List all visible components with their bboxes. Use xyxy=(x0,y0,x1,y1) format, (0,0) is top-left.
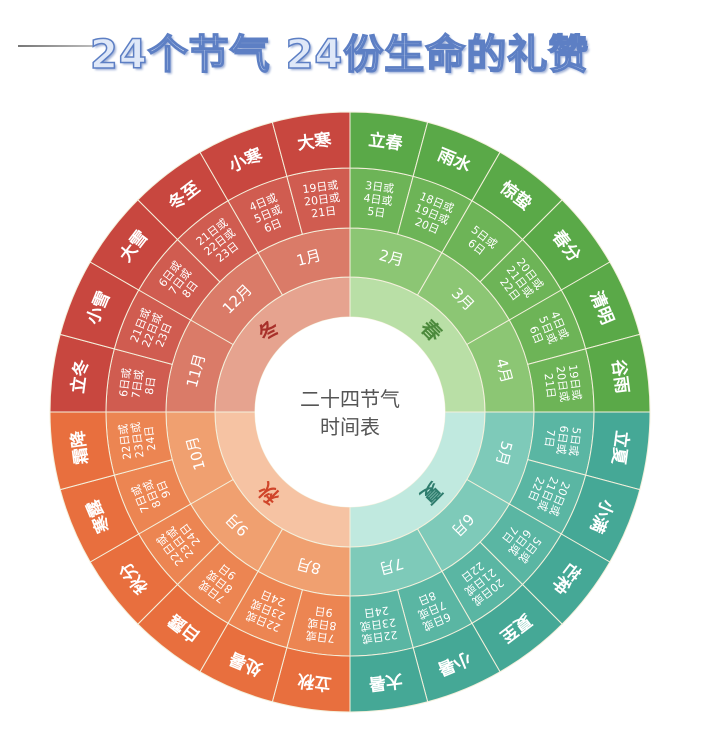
page-title: 24个节气 24份生命的礼赞 xyxy=(89,31,590,79)
center-title: 二十四节气 xyxy=(300,387,400,411)
term-dates-text: 7日或 xyxy=(129,369,146,399)
term-dates-text: 5日 xyxy=(367,205,387,220)
term-name-text: 大寒 xyxy=(296,129,332,154)
term-name: 谷雨 xyxy=(608,358,632,394)
term-dates-text: 8日或 xyxy=(307,616,337,633)
wheel-center xyxy=(255,317,445,507)
term-name-text: 霜降 xyxy=(67,428,93,466)
term-dates-text: 7日 xyxy=(542,429,557,449)
term-dates-text: 23日或 xyxy=(359,615,396,633)
month-label: 4月 xyxy=(492,357,516,385)
center-subtitle: 时间表 xyxy=(320,415,380,439)
wheel-center-label: 二十四节气 时间表 xyxy=(270,385,430,441)
term-dates-text: 9日 xyxy=(314,604,334,619)
term-dates-text: 23日或 xyxy=(129,421,147,458)
term-name: 立夏 xyxy=(607,429,632,466)
term-dates-text: 6日或 xyxy=(117,367,134,397)
month-label-text: 1月 xyxy=(295,246,323,270)
term-dates-text: 8日 xyxy=(143,376,158,396)
term-dates-text: 24日 xyxy=(363,604,389,620)
term-sector xyxy=(271,111,351,177)
term-dates-text: 24日 xyxy=(142,425,158,451)
term-dates-text: 6日或 xyxy=(554,425,571,455)
month-label: 8月 xyxy=(295,554,323,578)
term-dates-text: 19日或 xyxy=(566,364,584,401)
month-label: 2月 xyxy=(377,246,405,270)
term-dates-text: 3日或 xyxy=(364,179,394,196)
term-name: 立春 xyxy=(367,129,403,154)
month-label-text: 8月 xyxy=(295,554,323,578)
term-name-text: 立春 xyxy=(367,129,403,154)
month-label: 7月 xyxy=(377,554,405,578)
month-label-text: 4月 xyxy=(492,357,516,385)
term-name: 大寒 xyxy=(296,129,332,154)
term-name: 霜降 xyxy=(67,428,93,466)
term-dates-text: 4日或 xyxy=(363,191,393,208)
term-dates-text: 7日或 xyxy=(305,628,335,645)
month-label: 5月 xyxy=(492,439,516,467)
term-dates-text: 22日或 xyxy=(361,628,398,646)
term-name-text: 大暑 xyxy=(367,670,403,695)
term-dates-text: 6日 xyxy=(527,324,546,346)
term-dates-text: 19日或 xyxy=(302,178,339,196)
term-name-text: 立秋 xyxy=(295,669,332,694)
term-name-text: 立夏 xyxy=(607,429,632,466)
term-dates-text: 8日 xyxy=(416,589,438,608)
term-dates-text: 9日 xyxy=(155,478,174,500)
term-name: 大暑 xyxy=(367,670,403,695)
month-label-text: 5月 xyxy=(492,439,516,467)
term-dates-text: 21日 xyxy=(542,372,558,398)
term-name-text: 立冬 xyxy=(67,358,92,394)
term-dates-text: 6日 xyxy=(262,217,284,236)
month-label-text: 7月 xyxy=(377,554,405,578)
term-name: 立冬 xyxy=(67,358,92,394)
month-label: 1月 xyxy=(295,246,323,270)
term-name-text: 谷雨 xyxy=(608,358,632,394)
title-decor-line xyxy=(18,45,93,47)
term-dates-text: 21日 xyxy=(310,204,336,220)
term-dates-text: 20日或 xyxy=(303,191,340,209)
term-dates-text: 5日或 xyxy=(566,426,583,456)
term-name: 立秋 xyxy=(295,669,332,694)
term-dates-text: 20日或 xyxy=(553,365,571,402)
term-dates-text: 22日或 xyxy=(116,423,134,460)
month-label-text: 2月 xyxy=(377,246,405,270)
